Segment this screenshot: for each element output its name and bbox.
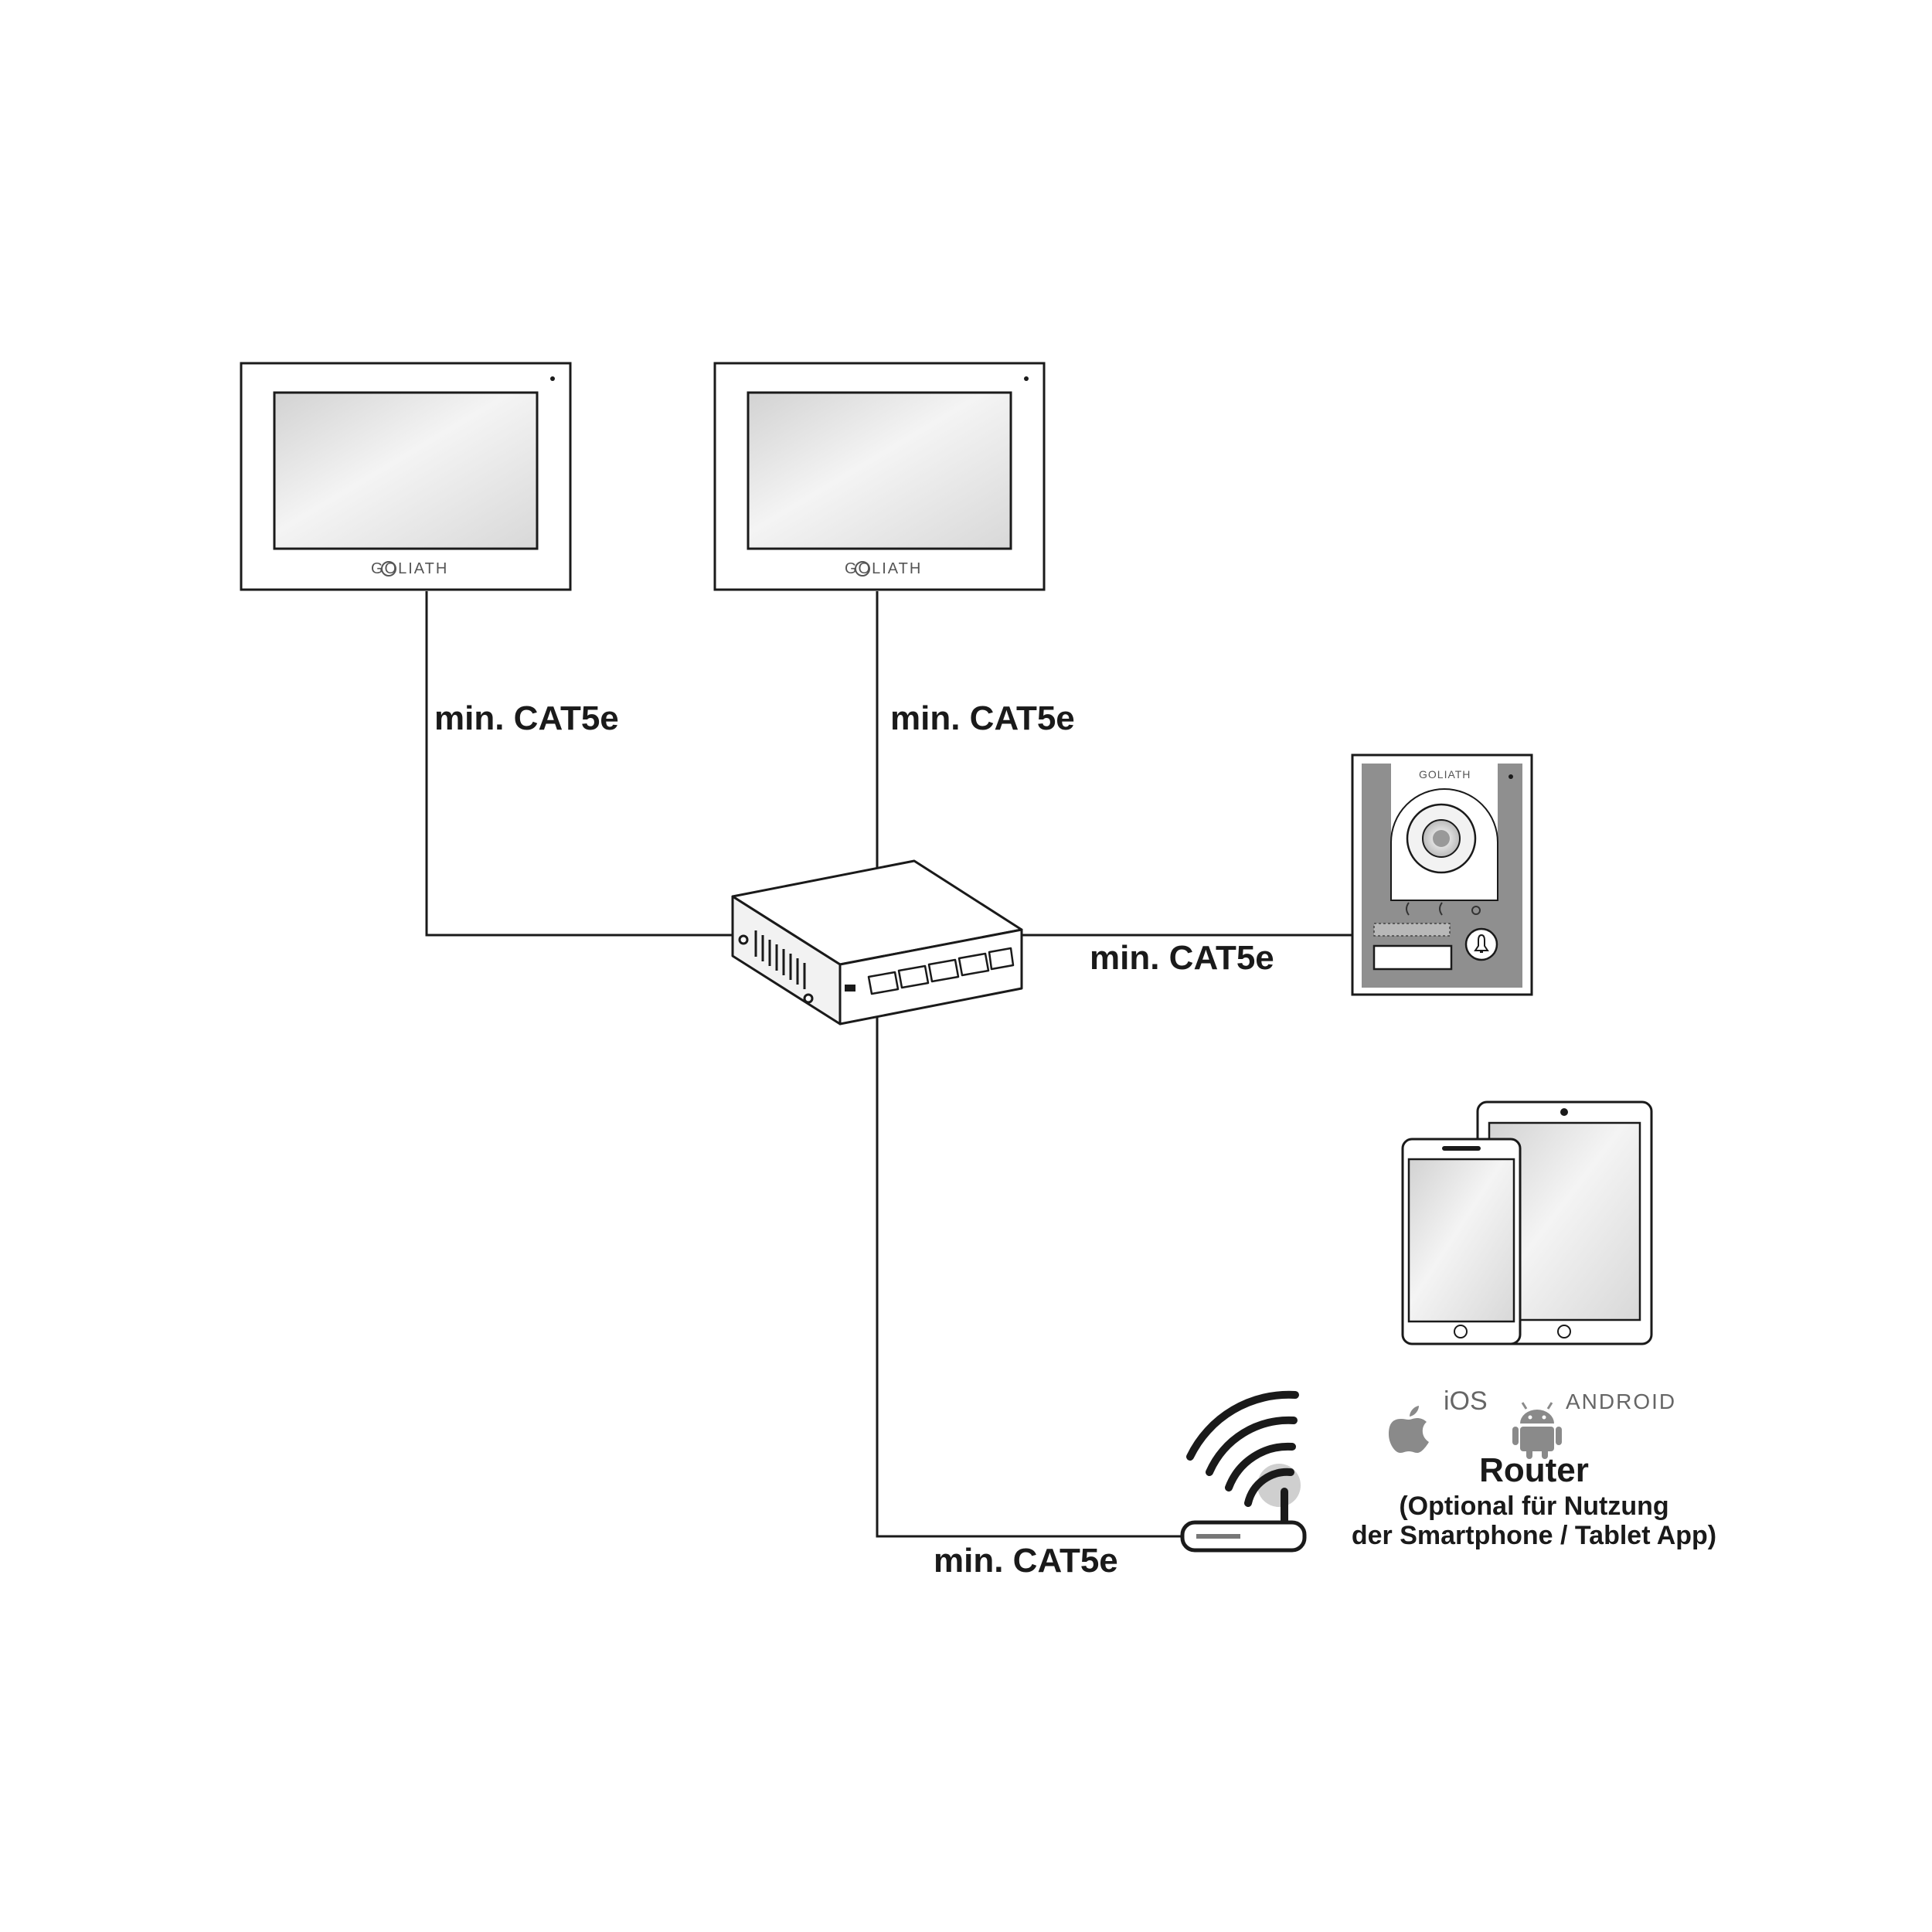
switch-screw-right-icon <box>803 993 814 1004</box>
door-station <box>1351 753 1533 996</box>
monitor-2-brand-logo: GOLIATH <box>845 560 923 577</box>
cable-monitor-1 <box>425 591 733 937</box>
indoor-monitor-2 <box>713 362 1046 591</box>
cables <box>425 591 1352 1538</box>
door-station-status-dot <box>1509 774 1513 779</box>
cable-router <box>876 1009 1182 1538</box>
switch-ports <box>867 947 1015 995</box>
bell-icon <box>1474 934 1489 953</box>
door-station-brand-logo: GOLIATH <box>1419 768 1471 781</box>
cable-label-router: min. CAT5e <box>934 1542 1118 1580</box>
router-subtitle-line-2: der Smartphone / Tablet App) <box>1351 1521 1717 1550</box>
android-icon <box>1512 1402 1562 1459</box>
switch-vents <box>754 930 806 989</box>
talk-indicator-icon <box>1439 902 1443 916</box>
platform-icons <box>1389 1402 1562 1459</box>
door-station-speaker-grille <box>1373 923 1451 937</box>
cable-label-door-station: min. CAT5e <box>1090 939 1274 977</box>
tablet-home-button <box>1557 1325 1571 1338</box>
switch-port-3 <box>927 958 960 983</box>
monitor-1-sensor-dot <box>550 376 555 381</box>
apple-icon <box>1389 1406 1429 1453</box>
smartphone-speaker <box>1442 1146 1481 1151</box>
door-station-indicators <box>1406 902 1481 916</box>
router-body <box>1180 1520 1307 1553</box>
switch-port-4 <box>957 952 990 977</box>
router-subtitle-line-1: (Optional für Nutzung <box>1399 1492 1669 1521</box>
monitor-2-sensor-dot <box>1024 376 1029 381</box>
monitor-1-brand-logo: GOLIATH <box>371 560 449 577</box>
switch-port-2 <box>897 964 930 989</box>
call-indicator-icon <box>1406 902 1410 916</box>
router-title: Router <box>1479 1451 1589 1489</box>
ios-label: iOS <box>1444 1386 1488 1416</box>
door-station-name-plate <box>1372 944 1453 971</box>
monitor-2-logo-mark-icon <box>855 561 870 577</box>
cable-label-monitor-2: min. CAT5e <box>890 699 1075 737</box>
indoor-monitor-1 <box>240 362 572 591</box>
mobile-devices <box>1401 1100 1653 1345</box>
switch-led <box>845 985 855 992</box>
cable-label-monitor-1: min. CAT5e <box>434 699 619 737</box>
tablet-camera-icon <box>1560 1108 1568 1116</box>
monitor-2-screen <box>747 391 1012 550</box>
router <box>1180 1390 1307 1553</box>
switch-port-1 <box>867 971 900 995</box>
wifi-icon <box>1186 1390 1301 1507</box>
network-switch <box>731 859 1023 1026</box>
smartphone-screen <box>1407 1158 1515 1323</box>
door-station-lens <box>1433 830 1450 847</box>
smartphone-home-button <box>1454 1325 1468 1338</box>
switch-port-5 <box>988 947 1015 971</box>
unlock-indicator-icon <box>1471 906 1481 915</box>
monitor-1-logo-mark-icon <box>381 561 396 577</box>
monitor-1-screen <box>273 391 539 550</box>
door-station-bell-button <box>1464 927 1498 961</box>
android-label: ANDROID <box>1566 1389 1677 1413</box>
switch-screw-left-icon <box>738 934 749 945</box>
